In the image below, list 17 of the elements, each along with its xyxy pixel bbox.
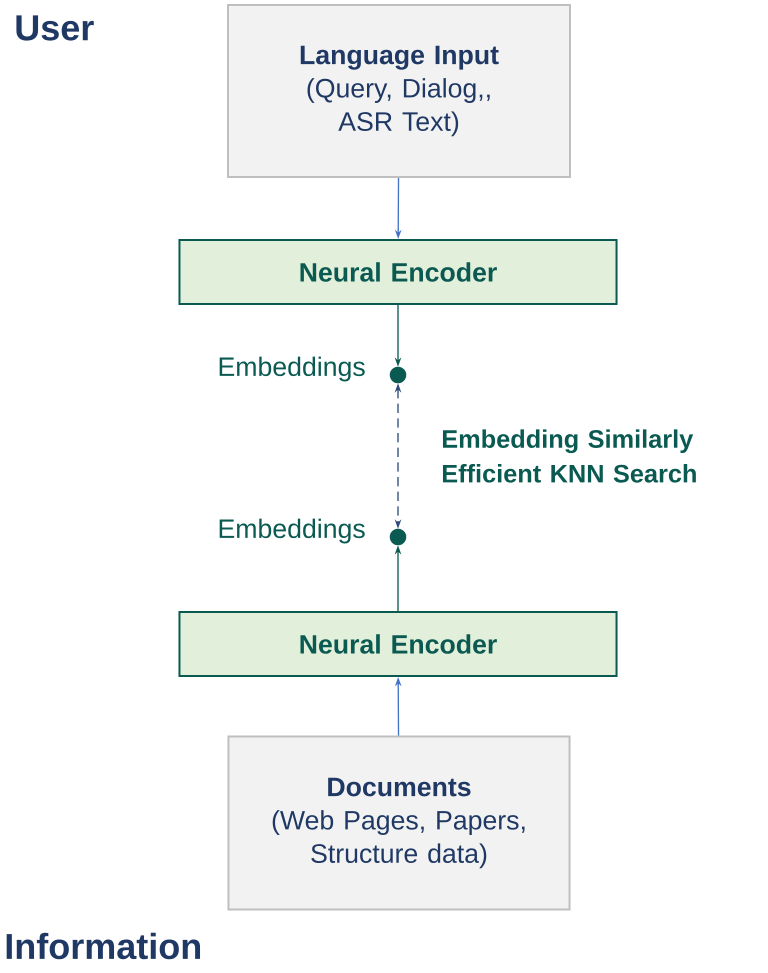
side-label: Embeddings — [220, 518, 365, 544]
side-heading: User — [16, 15, 94, 41]
box-text: (Web Pages, Papers, Structure data) — [272, 810, 525, 868]
box-heading: Neural Encoder — [300, 634, 497, 654]
box-text: (Query, Dialog,, ASR Text) — [308, 78, 490, 136]
box-heading: Documents — [328, 778, 470, 796]
edge-label: Embedding Similarly Efficient KNN Search — [442, 429, 696, 483]
side-label: Embeddings — [220, 356, 365, 382]
junction-dot — [390, 366, 406, 384]
process-box — [178, 611, 618, 677]
process-box — [227, 4, 571, 178]
process-box — [227, 735, 571, 911]
process-box — [178, 239, 618, 305]
side-heading: Information — [6, 932, 200, 960]
box-heading: Language Input — [300, 46, 499, 70]
junction-dot — [390, 528, 406, 546]
box-heading: Neural Encoder — [300, 262, 497, 282]
